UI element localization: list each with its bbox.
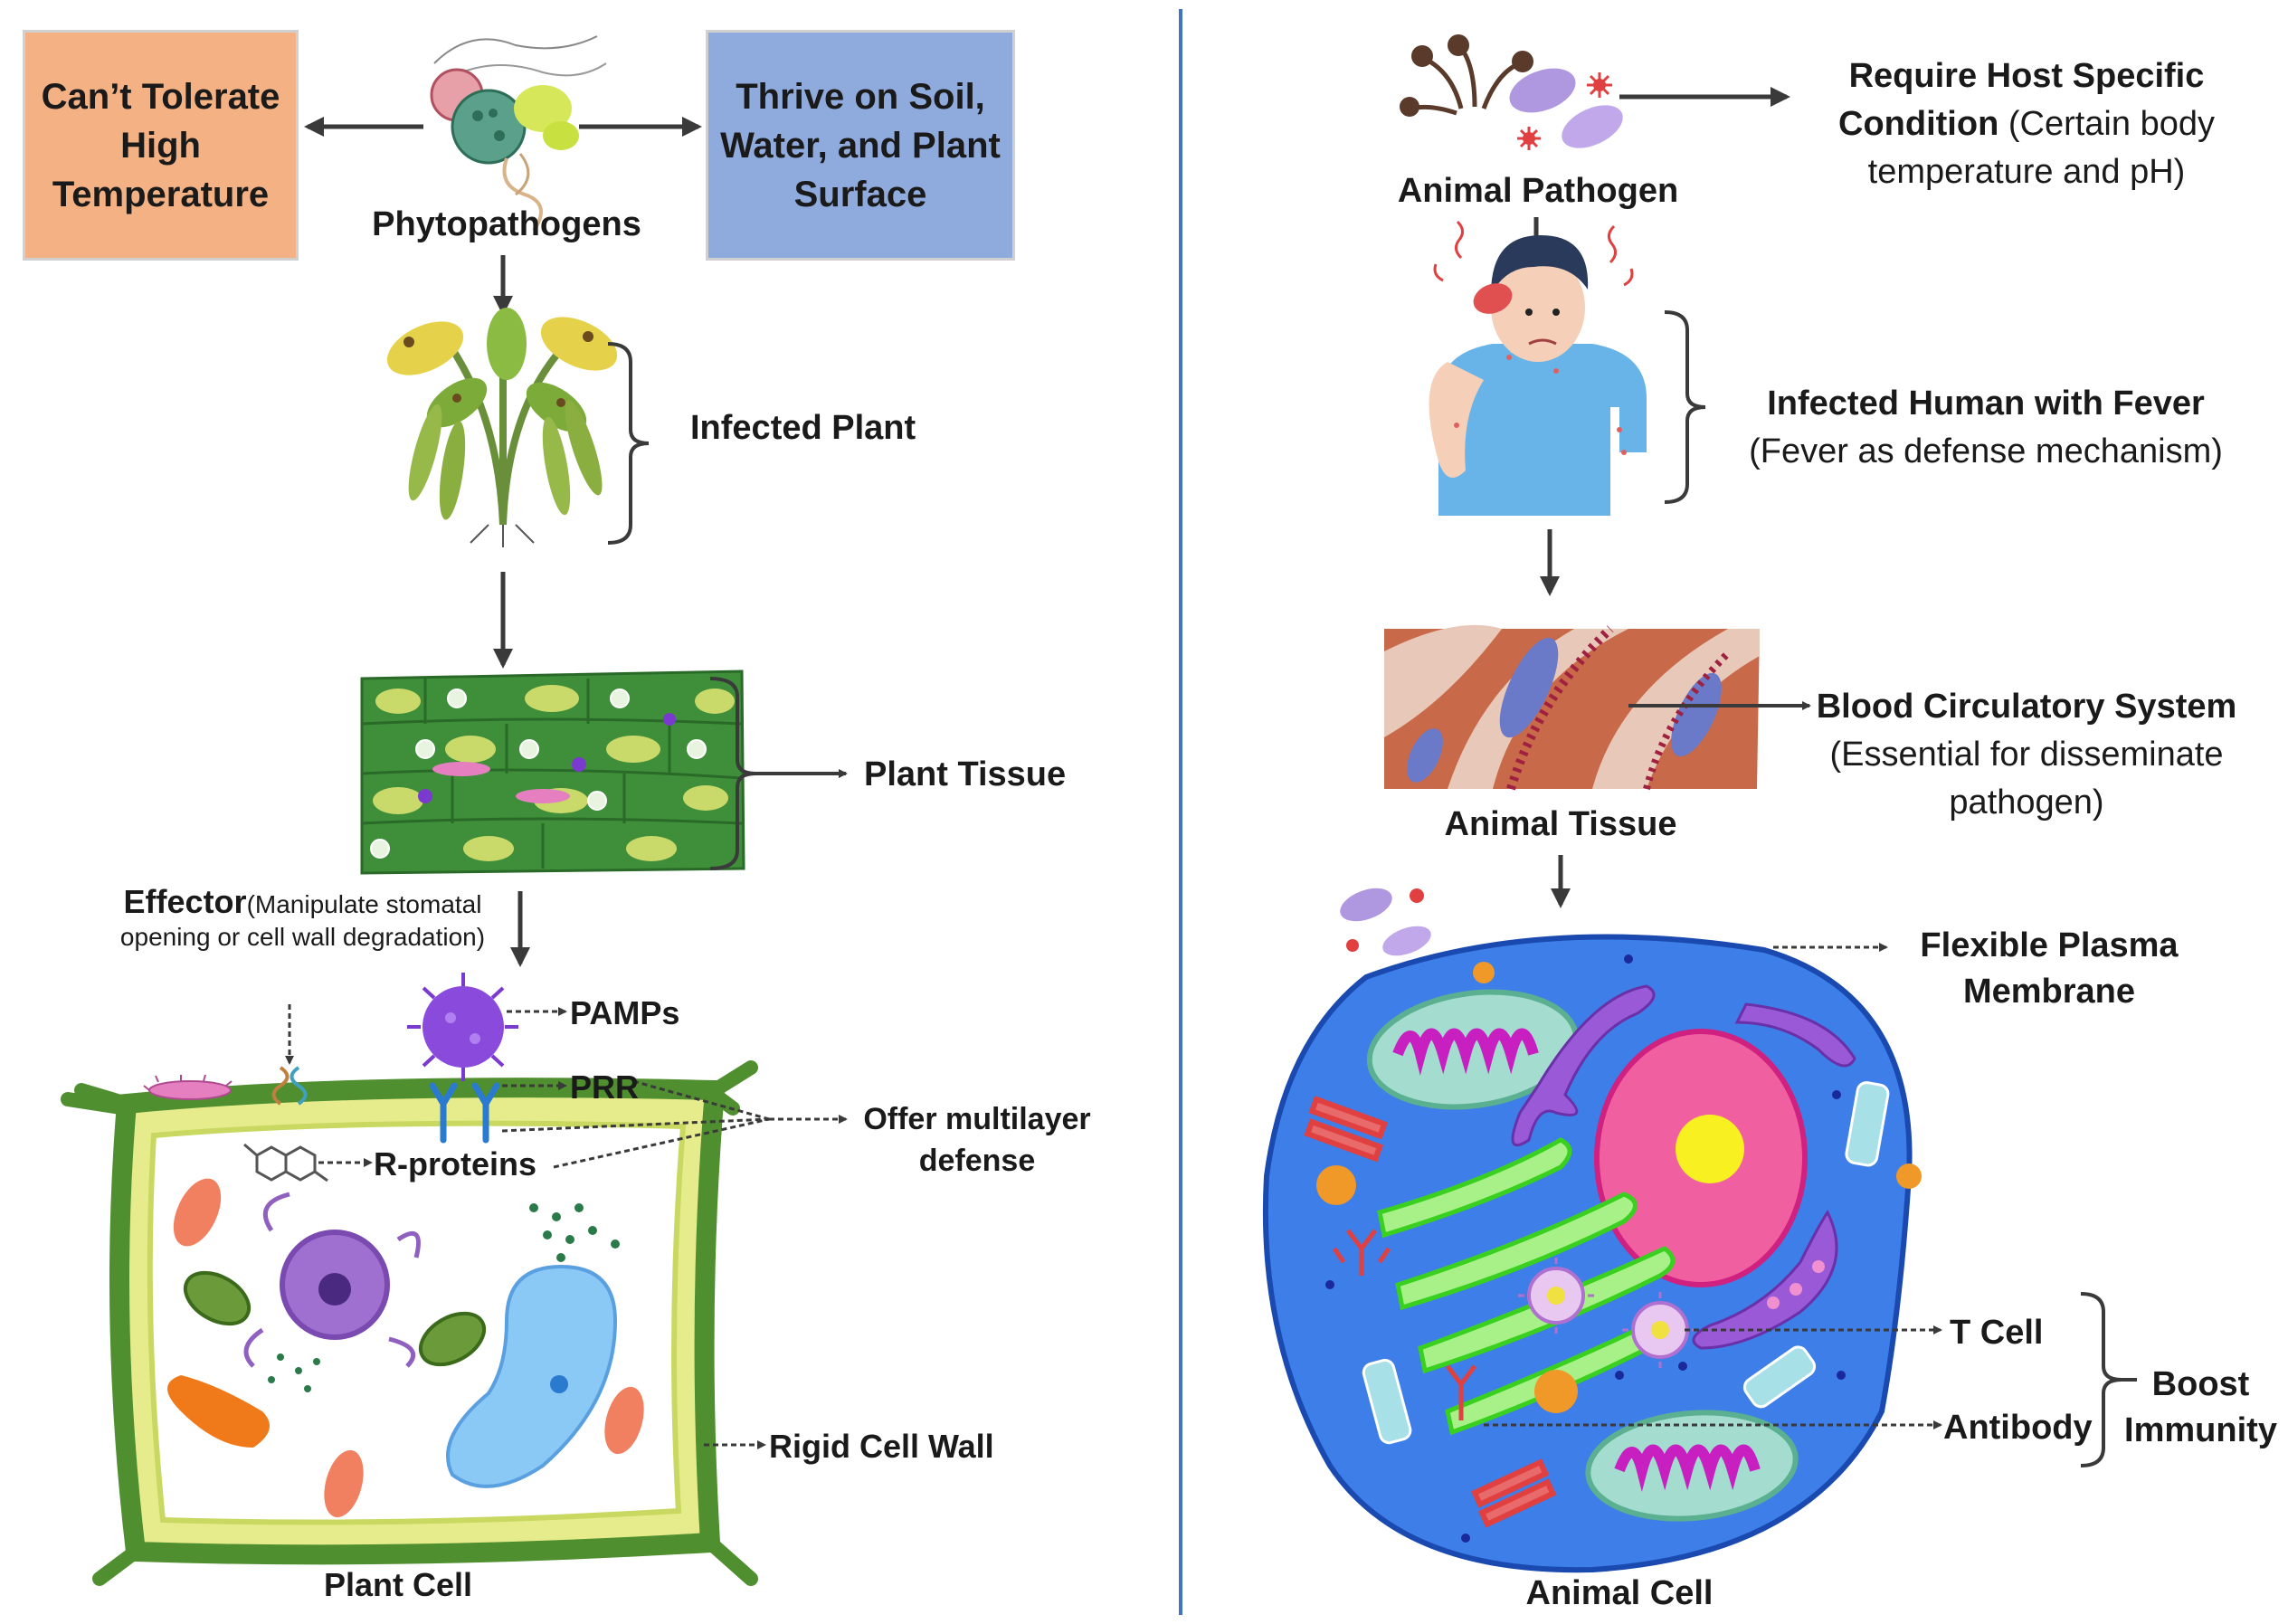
infected-human-icon <box>1429 220 1647 516</box>
plant-cell-icon <box>61 1060 758 1586</box>
animal-tissue-icon <box>1384 624 1760 791</box>
infected-human-title: Infected Human with Fever <box>1767 385 2205 423</box>
label-t-cell: T Cell <box>1950 1314 2044 1352</box>
animal-cell-pathogens-icon <box>1340 888 1431 956</box>
box-thrive-text: Thrive on Soil, Water, and Plant Surface <box>720 76 1001 214</box>
box-thrive-on-soil: Thrive on Soil, Water, and Plant Surface <box>706 30 1015 261</box>
box-cant-tolerate-temperature: Can’t Tolerate High Temperature <box>23 30 299 261</box>
label-blood-system: Blood Circulatory System (Essential for … <box>1809 683 2244 828</box>
label-animal-pathogen: Animal Pathogen <box>1397 172 1679 210</box>
label-host-condition: Require Host Specific Condition (Certain… <box>1800 52 2253 197</box>
multilayer-defense-lines <box>501 1079 770 1169</box>
infected-plant-bracket <box>607 342 650 545</box>
box-cant-tolerate-text: Can’t Tolerate High Temperature <box>41 76 280 214</box>
host-condition-title: Require Host Specific Condition <box>1838 57 2205 144</box>
label-animal-cell: Animal Cell <box>1525 1574 1714 1612</box>
infected-plant-icon <box>386 308 618 547</box>
label-infected-human: Infected Human with Fever (Fever as defe… <box>1719 380 2253 476</box>
label-pamps: PAMPs <box>570 994 680 1031</box>
blood-system-note: (Essential for disseminate pathogen) <box>1829 736 2224 822</box>
label-antibody: Antibody <box>1943 1409 2093 1447</box>
label-animal-tissue: Animal Tissue <box>1444 805 1677 843</box>
blood-system-title: Blood Circulatory System <box>1816 688 2237 726</box>
label-phytopathogens: Phytopathogens <box>372 205 641 243</box>
label-infected-plant: Infected Plant <box>690 409 916 447</box>
label-plant-tissue: Plant Tissue <box>864 755 1067 793</box>
effector-title: Effector <box>123 883 247 920</box>
label-plant-cell: Plant Cell <box>323 1566 473 1603</box>
effector-note: (Manipulate stomatal opening or cell wal… <box>119 890 486 951</box>
label-effector: Effector(Manipulate stomatal opening or … <box>110 882 495 953</box>
host-condition-note: (Certain body temperature and pH) <box>1867 105 2215 192</box>
label-prr: PRR <box>570 1068 640 1106</box>
phytopathogens-icon <box>430 35 607 233</box>
label-rigid-cell-wall: Rigid Cell Wall <box>769 1428 994 1465</box>
r-protein-molecule-icon <box>243 1143 328 1182</box>
infected-human-bracket <box>1664 310 1706 504</box>
pathogen-on-wall-icon <box>143 1074 233 1100</box>
pamps-virus-icon <box>407 973 518 1081</box>
label-boost-immunity: Boost Immunity <box>2124 1365 2277 1450</box>
label-multilayer-defense: Offer multilayer defense <box>863 1102 1091 1178</box>
label-plasma-membrane: Flexible Plasma Membrane <box>1920 926 2179 1011</box>
animal-pathogen-icon <box>1400 34 1623 150</box>
plant-tissue-icon <box>360 670 745 875</box>
label-r-proteins: R-proteins <box>374 1145 536 1182</box>
effector-dna-icon <box>271 1066 308 1106</box>
infected-human-note: (Fever as defense mechanism) <box>1749 432 2223 471</box>
prr-receptor-icon <box>429 1082 500 1144</box>
animal-cell-icon <box>1262 934 1922 1573</box>
